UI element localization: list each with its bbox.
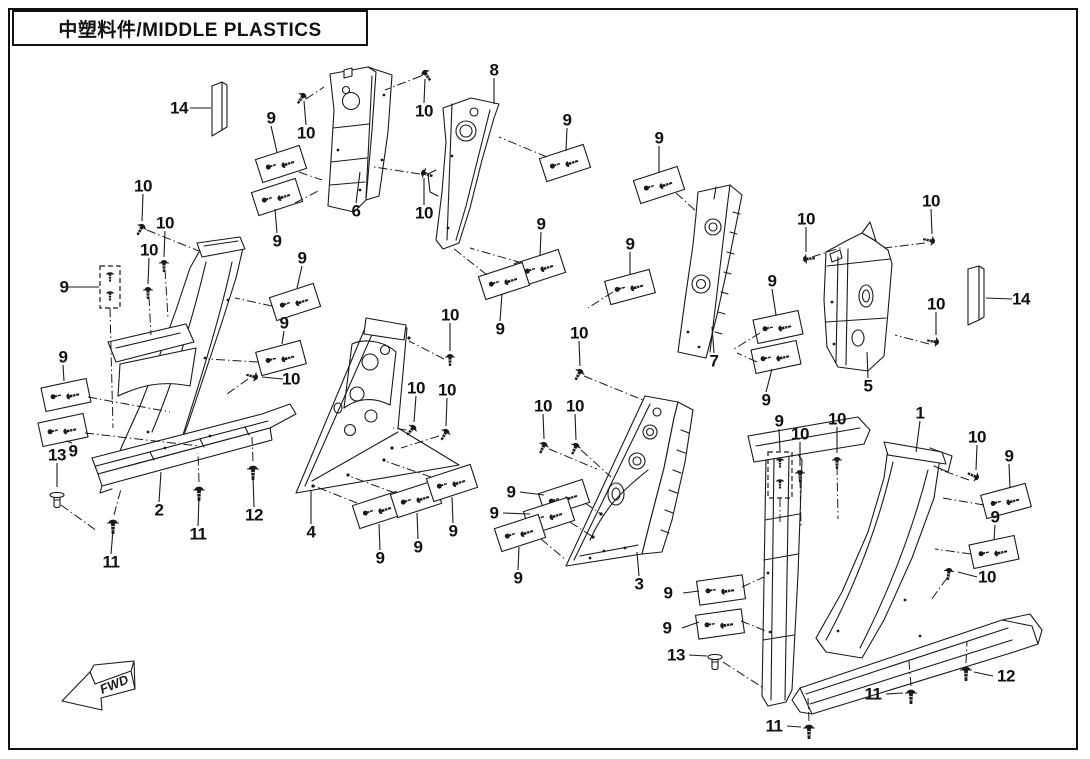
callout-9: 9	[767, 271, 777, 291]
part-2-rocker-left	[91, 236, 297, 494]
callout-10: 10	[828, 409, 846, 429]
callout-3: 3	[634, 574, 644, 594]
callout-10: 10	[922, 191, 940, 211]
part-8-panel	[427, 97, 500, 250]
callout-10: 10	[140, 240, 158, 260]
callout-10: 10	[968, 427, 986, 447]
part-7-pillar-trim	[677, 184, 743, 359]
callout-9: 9	[266, 108, 276, 128]
page-border	[8, 8, 1078, 750]
leader-lines	[60, 75, 985, 722]
part-14-left-strip	[211, 81, 228, 137]
callout-10: 10	[282, 369, 300, 389]
callout-2: 2	[154, 500, 164, 520]
callout-10: 10	[407, 378, 425, 398]
callout-1: 1	[915, 403, 925, 423]
label-lines	[56, 78, 1013, 728]
callout-9: 9	[513, 568, 523, 588]
part-1-rocker-right	[747, 416, 1043, 715]
callout-9: 9	[654, 128, 664, 148]
callout-9: 9	[58, 347, 68, 367]
callout-9: 9	[990, 507, 1000, 527]
part-6-panel	[327, 66, 393, 213]
callout-9: 9	[662, 618, 672, 638]
callout-14: 14	[170, 98, 188, 118]
callout-10: 10	[791, 424, 809, 444]
callout-6: 6	[351, 201, 361, 221]
part-14-right-strip	[967, 265, 985, 326]
callout-9: 9	[663, 583, 673, 603]
callout-10: 10	[156, 213, 174, 233]
callout-9: 9	[375, 548, 385, 568]
callout-10: 10	[797, 209, 815, 229]
callout-9: 9	[625, 234, 635, 254]
callout-10: 10	[570, 323, 588, 343]
callout-7: 7	[709, 351, 719, 371]
callout-9: 9	[761, 390, 771, 410]
callout-9: 9	[489, 503, 499, 523]
callout-10: 10	[534, 396, 552, 416]
callout-11: 11	[189, 524, 207, 544]
callout-10: 10	[297, 123, 315, 143]
callout-13: 13	[667, 645, 685, 665]
callout-10: 10	[927, 294, 945, 314]
callout-9: 9	[1004, 446, 1014, 466]
callout-9: 9	[59, 277, 69, 297]
part-5-cover	[823, 221, 893, 372]
page-title: 中塑料件/MIDDLE PLASTICS	[58, 19, 322, 41]
callout-9: 9	[536, 214, 546, 234]
callout-12: 12	[997, 666, 1015, 686]
callout-10: 10	[441, 305, 459, 325]
callout-14: 14	[1012, 289, 1030, 309]
callout-9: 9	[68, 441, 78, 461]
callout-10: 10	[438, 380, 456, 400]
part-3-panel	[565, 395, 694, 567]
callout-9: 9	[506, 482, 516, 502]
fwd-arrow: FWD	[61, 660, 136, 711]
callout-9: 9	[279, 313, 289, 333]
callout-4: 4	[306, 522, 316, 542]
callout-9: 9	[774, 411, 784, 431]
callout-10: 10	[415, 203, 433, 223]
callout-10: 10	[566, 396, 584, 416]
callout-10: 10	[134, 176, 152, 196]
callout-10: 10	[978, 567, 996, 587]
callout-9: 9	[272, 231, 282, 251]
callout-9: 9	[297, 248, 307, 268]
callout-9: 9	[413, 537, 423, 557]
callout-5: 5	[863, 376, 873, 396]
part-4-panel	[295, 317, 460, 494]
title-box: 中塑料件/MIDDLE PLASTICS	[12, 10, 368, 46]
callout-9: 9	[562, 110, 572, 130]
callout-11: 11	[102, 552, 120, 572]
callout-11: 11	[864, 684, 882, 704]
callout-13: 13	[48, 445, 66, 465]
callout-9: 9	[495, 319, 505, 339]
callout-8: 8	[489, 60, 499, 80]
callout-9: 9	[448, 521, 458, 541]
callout-11: 11	[765, 716, 783, 736]
callout-12: 12	[245, 505, 263, 525]
callout-10: 10	[415, 101, 433, 121]
